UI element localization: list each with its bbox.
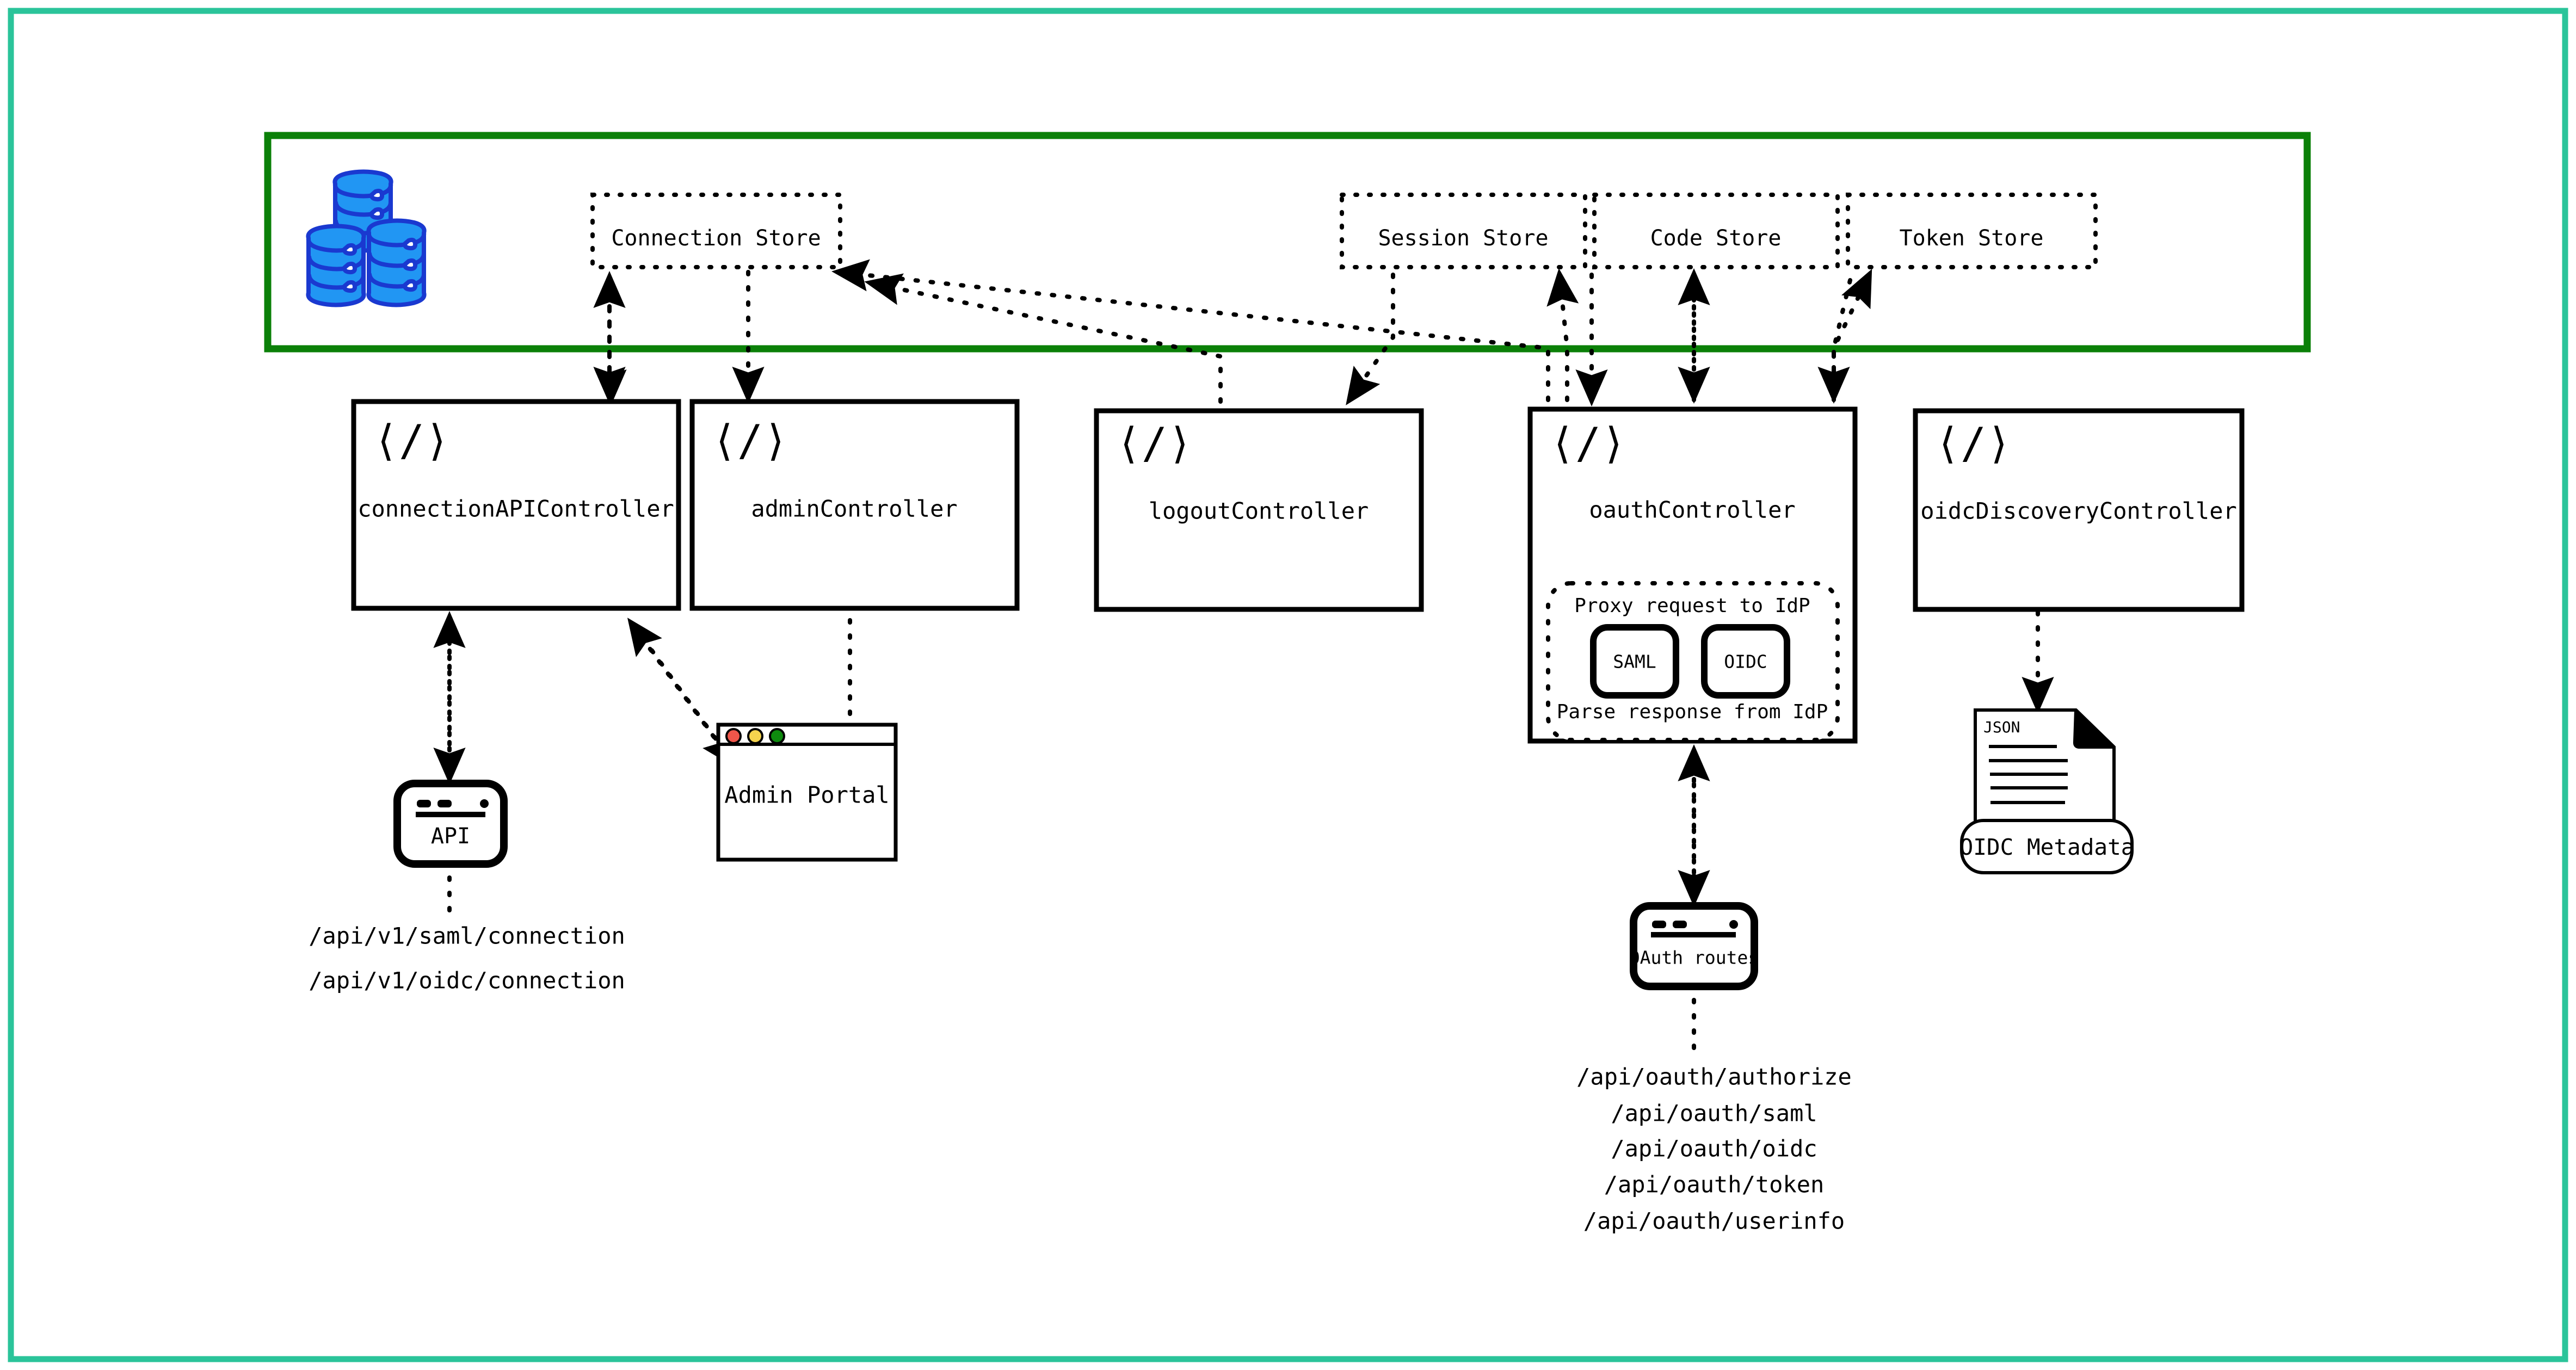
- controller-box-logout-controller[interactable]: [1094, 408, 1424, 612]
- oauth-browser-dot-2: [1673, 921, 1687, 928]
- connector-arrows: [433, 259, 2054, 1052]
- store-label-code-store: Code Store: [1650, 226, 1782, 251]
- oauth-browser-dot-1: [1652, 921, 1666, 928]
- controller-label-connection-api-controller: connectionAPIController: [358, 496, 674, 522]
- traffic-light-yellow: [747, 728, 763, 744]
- traffic-light-red: [725, 728, 742, 744]
- store-box-connection-store[interactable]: [590, 193, 842, 269]
- store-boxes: Connection Store Session Store Code Stor…: [590, 193, 2098, 269]
- oauth-parse-response-label: Parse response from IdP: [1557, 701, 1828, 723]
- protocol-label-oidc: OIDC: [1724, 651, 1767, 672]
- json-badge-label: JSON: [1983, 718, 2020, 736]
- controller-box-admin-controller[interactable]: [689, 399, 1020, 611]
- oidc-metadata-badge: [1960, 819, 2134, 874]
- oauth-path-4: /api/oauth/userinfo: [1583, 1208, 1845, 1235]
- code-brackets-icon-oidcdiscovery: ⟨/⟩: [1935, 419, 2012, 468]
- oauth-browser-dot-3: [1729, 920, 1738, 929]
- code-brackets-icon-admin: ⟨/⟩: [712, 416, 788, 465]
- api-client[interactable]: API: [393, 780, 508, 868]
- controller-boxes: ⟨/⟩ connectionAPIController ⟨/⟩ adminCon…: [351, 399, 2245, 744]
- oidc-metadata-label: OIDC Metadata: [1960, 834, 2135, 860]
- browser-dot-3: [480, 799, 489, 808]
- browser-dot-2: [437, 800, 452, 807]
- protocol-box-saml[interactable]: [1590, 624, 1679, 699]
- browser-dot-1: [417, 800, 431, 807]
- oauth-path-2: /api/oauth/oidc: [1611, 1136, 1817, 1162]
- arrow-tokenstore-to-oauth: [1817, 278, 1852, 404]
- json-document-fold: [2073, 708, 2116, 749]
- api-path-0: /api/v1/saml/connection: [309, 923, 625, 949]
- browser-window-traffic-lights-icon: [716, 723, 898, 862]
- oauth-path-0: /api/oauth/authorize: [1576, 1064, 1852, 1090]
- oauth-idp-group: [1546, 581, 1840, 742]
- store-label-token-store: Token Store: [1900, 226, 2044, 251]
- oauth-path-1: /api/oauth/saml: [1611, 1100, 1817, 1127]
- controller-label-admin-controller: adminController: [751, 496, 957, 522]
- code-brackets-icon-connapi: ⟨/⟩: [373, 416, 450, 465]
- controller-label-oidc-discovery-controller: oidcDiscoveryController: [1920, 498, 2237, 524]
- browser-window-icon-oauth-routes: [1630, 902, 1758, 990]
- data-layer-container: [264, 132, 2311, 353]
- store-box-token-store[interactable]: [1846, 193, 2098, 269]
- admin-portal-client[interactable]: Admin Portal: [716, 723, 898, 862]
- arrow-sessionstore-to-logout: [1346, 273, 1395, 405]
- arrow-oauth-to-connectionstore: [831, 259, 1550, 402]
- store-label-connection-store: Connection Store: [611, 226, 821, 251]
- oidc-metadata-client[interactable]: JSON OIDC Metadata: [1960, 708, 2135, 874]
- oauth-routes-label: OAuth routes: [1629, 947, 1759, 968]
- oauth-path-3: /api/oauth/token: [1604, 1171, 1825, 1198]
- api-label: API: [431, 824, 470, 849]
- outer-frame: [8, 8, 2568, 1362]
- controller-box-oidc-discovery-controller[interactable]: [1913, 408, 2245, 612]
- arrow-logout-to-connectionstore: [864, 273, 1223, 404]
- controller-label-logout-controller: logoutController: [1149, 498, 1369, 524]
- oauth-proxy-request-label: Proxy request to IdP: [1574, 595, 1810, 617]
- oauth-routes-client[interactable]: OAuth routes: [1629, 902, 1759, 990]
- admin-portal-label: Admin Portal: [724, 782, 889, 809]
- protocol-box-oidc[interactable]: [1701, 624, 1790, 699]
- database-stack-icon: [306, 169, 427, 307]
- api-path-1: /api/v1/oidc/connection: [309, 967, 625, 994]
- store-label-session-store: Session Store: [1378, 226, 1548, 251]
- traffic-light-green: [769, 728, 785, 744]
- arrow-oauth-to-tokenstore: [1832, 269, 1872, 402]
- arrow-oauth-to-sessionstore: [1546, 268, 1579, 402]
- code-brackets-icon-oauth: ⟨/⟩: [1550, 419, 1626, 468]
- controller-box-connection-api-controller[interactable]: [351, 399, 681, 611]
- store-box-session-store[interactable]: [1340, 193, 1587, 269]
- protocol-label-saml: SAML: [1613, 651, 1656, 672]
- controller-label-oauth-controller: oauthController: [1589, 497, 1795, 523]
- arrow-connapi-to-adminportal: [632, 624, 738, 769]
- store-box-code-store[interactable]: [1592, 193, 1840, 269]
- code-brackets-icon-logout: ⟨/⟩: [1116, 419, 1193, 468]
